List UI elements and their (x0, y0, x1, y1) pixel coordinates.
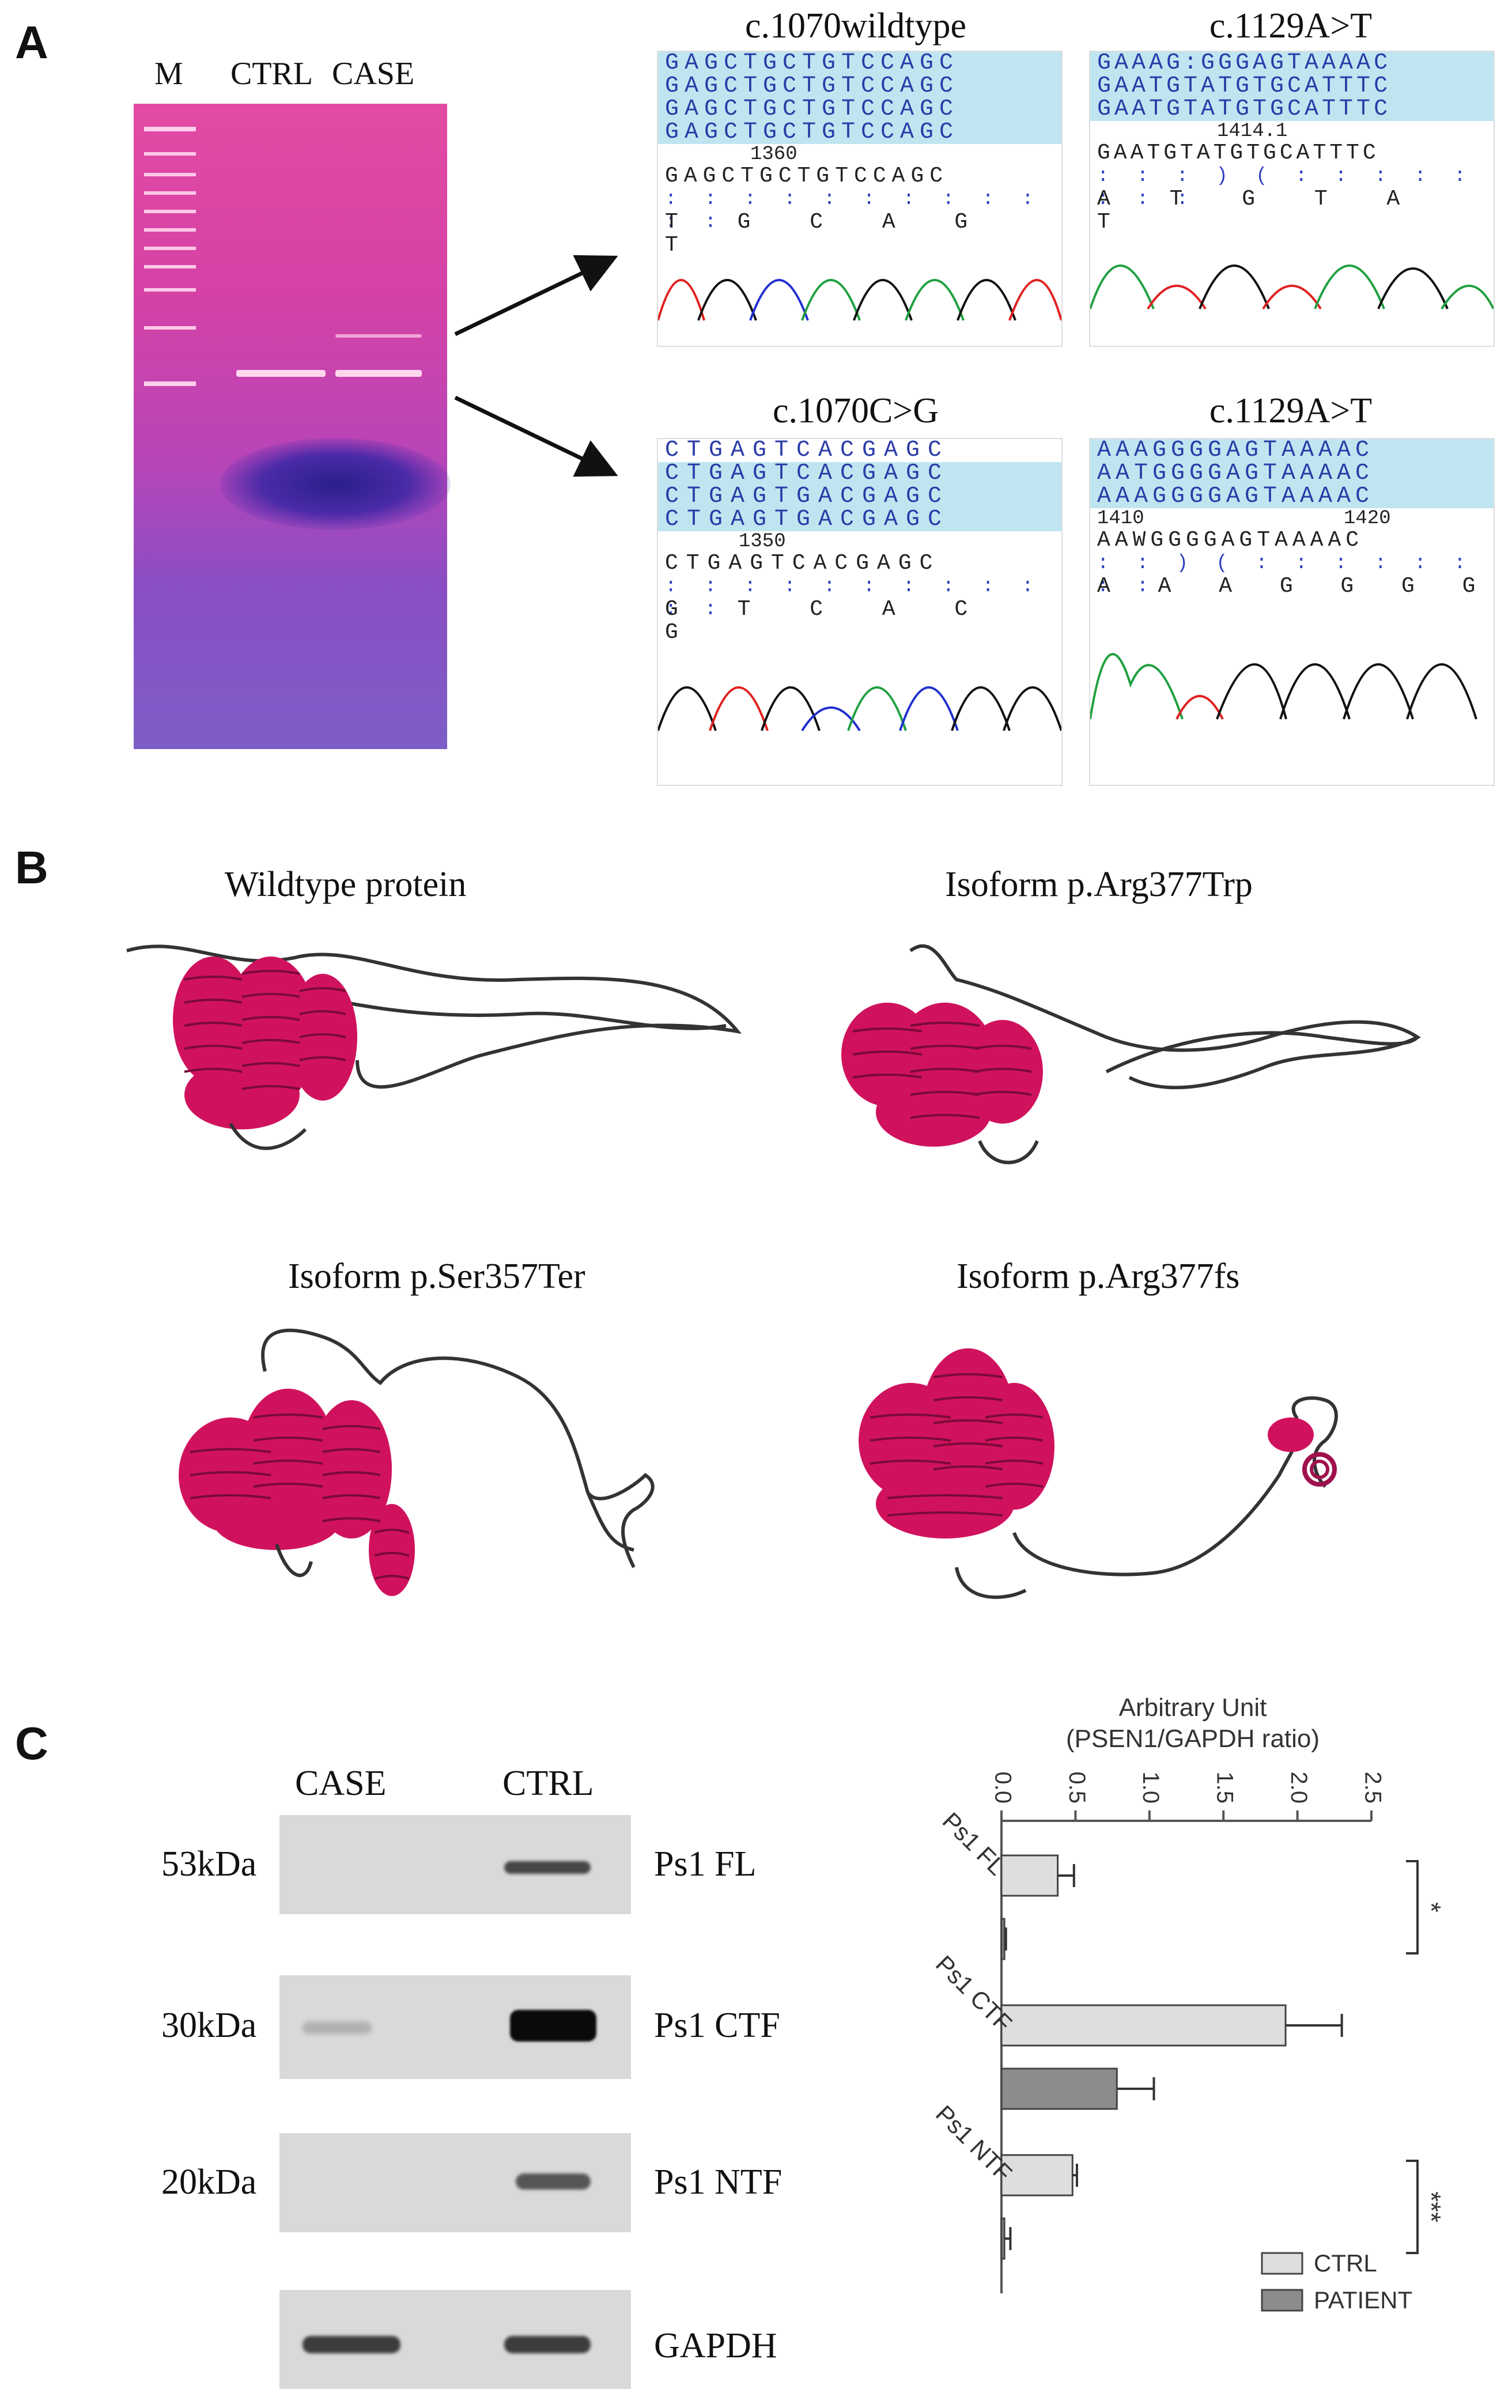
sequence-alignment-3: CTGAGTCACGAGC CTGAGTCACGAGC CTGAGTGACGAG… (657, 438, 1063, 786)
blot-name-gapdh: GAPDH (654, 2326, 777, 2365)
chromatogram-1 (658, 279, 1061, 321)
x-tick-label: 1.5 (1212, 1771, 1238, 1804)
chromatogram-4 (1090, 653, 1477, 720)
category-label-1: Ps1 CTF (931, 1950, 1017, 2037)
x-tick-label: 1.0 (1138, 1771, 1163, 1804)
significance-label: *** (1416, 2191, 1446, 2222)
western-blot-ps1-ctf (279, 1975, 631, 2079)
case-band (335, 370, 422, 377)
panel-c-label: C (15, 1718, 48, 1769)
structure-title-3: Isoform p.Ser357Ter (288, 1257, 585, 1296)
blot-weight-53: 53kDa (161, 1844, 257, 1884)
legend-swatch-patient (1261, 2289, 1303, 2312)
bar-chart: Arbitrary Unit (PSEN1/GAPDH ratio) 0.0 0.… (931, 1693, 1446, 2314)
bar-ctrl-0 (1000, 1854, 1059, 1897)
structure-title-2: Isoform p.Arg377Trp (945, 865, 1253, 904)
significance-label: * (1416, 1902, 1446, 1912)
seq-title-4: c.1129A>T (1209, 391, 1373, 430)
blot-weight-30: 30kDa (161, 2006, 257, 2045)
bar-ctrl-2 (1000, 2154, 1073, 2197)
chart-title: Arbitrary Unit (1119, 1693, 1267, 1722)
protein-structure-wildtype (126, 944, 742, 1150)
blot-column-case: CASE (295, 1764, 387, 1803)
seq-title-2: c.1129A>T (1209, 6, 1373, 46)
western-blot-ps1-ntf (279, 2133, 631, 2232)
arrows (454, 255, 618, 477)
sequence-alignment-4: AAAGGGGAGTAAAAC AATGGGGAGTAAAAC AAAGGGGA… (1089, 438, 1495, 786)
gel-lane-m: M (154, 56, 183, 92)
ladder-bands (144, 127, 196, 386)
bar-ctrl-1 (1000, 2004, 1287, 2047)
blot-weight-20: 20kDa (161, 2163, 257, 2202)
western-blot-ps1-fl (279, 1815, 631, 1914)
sequence-alignment-1: GAGCTGCTGTCCAGC GAGCTGCTGTCCAGC GAGCTGCT… (657, 51, 1063, 347)
panel-b-label: B (15, 842, 48, 893)
structure-title-4: Isoform p.Arg377fs (957, 1257, 1240, 1296)
x-tick-label: 0.0 (990, 1771, 1015, 1804)
seq-title-1: c.1070wildtype (745, 6, 966, 46)
protein-structure-arg377trp (841, 944, 1421, 1165)
legend-swatch-ctrl (1261, 2252, 1303, 2275)
x-tick-label: 2.5 (1360, 1771, 1385, 1804)
bar-patient-0 (1000, 1918, 1006, 1960)
western-blot-gapdh (279, 2290, 631, 2389)
blot-column-ctrl: CTRL (502, 1764, 594, 1803)
agarose-gel-image (134, 104, 451, 749)
gel-lane-ctrl: CTRL (230, 56, 313, 92)
chromatogram-3 (658, 686, 1061, 732)
protein-structure-arg377fs (859, 1348, 1338, 1599)
bar-patient-2 (1000, 2217, 1006, 2260)
x-tick-label: 2.0 (1286, 1771, 1311, 1804)
chart-subtitle: (PSEN1/GAPDH ratio) (1066, 1725, 1320, 1753)
panel-a-label: A (15, 17, 48, 68)
category-label-2: Ps1 NTF (931, 2100, 1017, 2187)
gel-lane-case: CASE (332, 56, 415, 92)
bar-patient-1 (1000, 2067, 1118, 2110)
blot-name-ps1-ctf: Ps1 CTF (654, 2006, 780, 2045)
legend-label-ctrl: CTRL (1314, 2250, 1377, 2277)
protein-structure-ser357ter (179, 1328, 655, 1596)
x-tick-label: 0.5 (1064, 1771, 1090, 1804)
significance-bracket (1406, 2160, 1419, 2254)
legend-label-patient: PATIENT (1314, 2286, 1412, 2314)
significance-bracket (1406, 1860, 1419, 1955)
chromatogram-2 (1090, 264, 1494, 310)
structure-title-1: Wildtype protein (225, 865, 467, 904)
category-label-0: Ps1 FL (938, 1807, 1011, 1880)
blot-name-ps1-ntf: Ps1 NTF (654, 2163, 783, 2202)
blot-name-ps1-fl: Ps1 FL (654, 1844, 757, 1884)
ctrl-band (236, 370, 326, 377)
seq-title-3: c.1070C>G (772, 391, 939, 430)
sequence-alignment-2: GAAAG:GGGAGTAAAAC GAATGTATGTGCATTTC GAAT… (1089, 51, 1495, 347)
